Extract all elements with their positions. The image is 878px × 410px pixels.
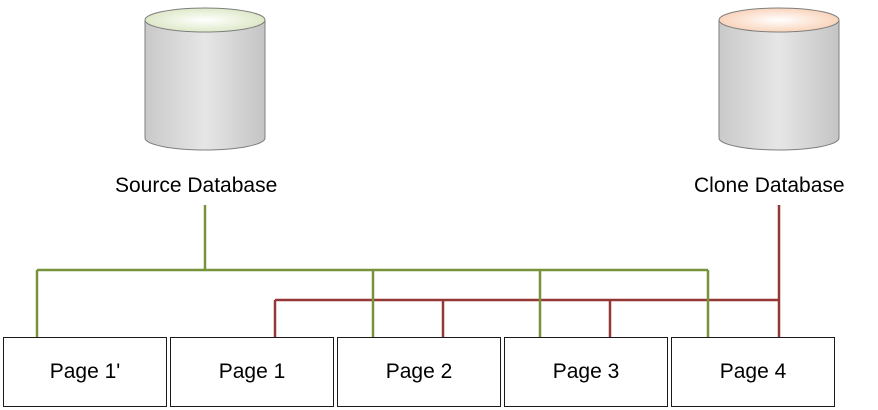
source-database-icon bbox=[144, 7, 266, 151]
page-box-4: Page 4 bbox=[671, 337, 835, 407]
page-box-2: Page 2 bbox=[337, 337, 501, 407]
clone-connectors bbox=[273, 205, 781, 338]
clone-database-icon bbox=[718, 7, 840, 151]
page-label: Page 2 bbox=[385, 360, 453, 383]
page-label: Page 3 bbox=[552, 360, 620, 383]
source-connectors bbox=[35, 205, 710, 338]
clone-database-label: Clone Database bbox=[694, 174, 845, 197]
page-label: Page 1 bbox=[218, 360, 286, 383]
page-label: Page 4 bbox=[719, 360, 787, 383]
page-box-1: Page 1 bbox=[170, 337, 334, 407]
page-box-1-prime: Page 1' bbox=[3, 337, 167, 407]
page-box-3: Page 3 bbox=[504, 337, 668, 407]
page-label: Page 1' bbox=[49, 360, 121, 383]
source-database-label: Source Database bbox=[115, 174, 278, 197]
